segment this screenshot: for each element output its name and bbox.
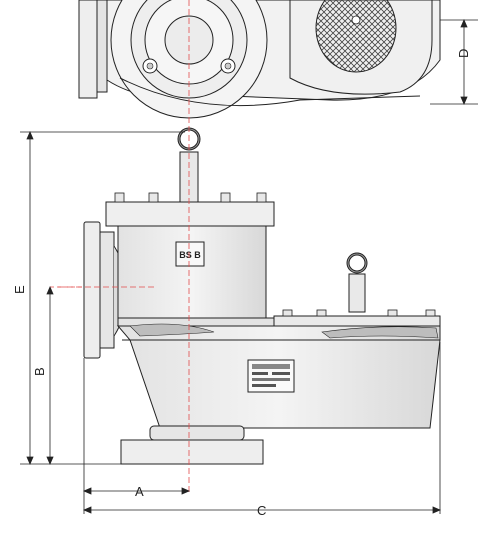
dimension-label-d: D xyxy=(456,49,471,58)
logo-badge xyxy=(175,241,205,267)
dimension-label-e: E xyxy=(12,285,27,294)
top-flange-bolts xyxy=(114,192,267,203)
nameplate xyxy=(247,359,295,393)
dimension-label-b: B xyxy=(32,367,47,376)
dimension-label-c: C xyxy=(257,503,266,518)
dimension-lines xyxy=(20,18,478,514)
dimension-label-a: A xyxy=(135,484,144,499)
front-view: BS B xyxy=(83,127,441,465)
right-flange-bolts xyxy=(282,309,436,317)
logo-text: BS B xyxy=(179,250,201,260)
centerlines xyxy=(58,0,190,494)
top-view xyxy=(78,0,441,119)
